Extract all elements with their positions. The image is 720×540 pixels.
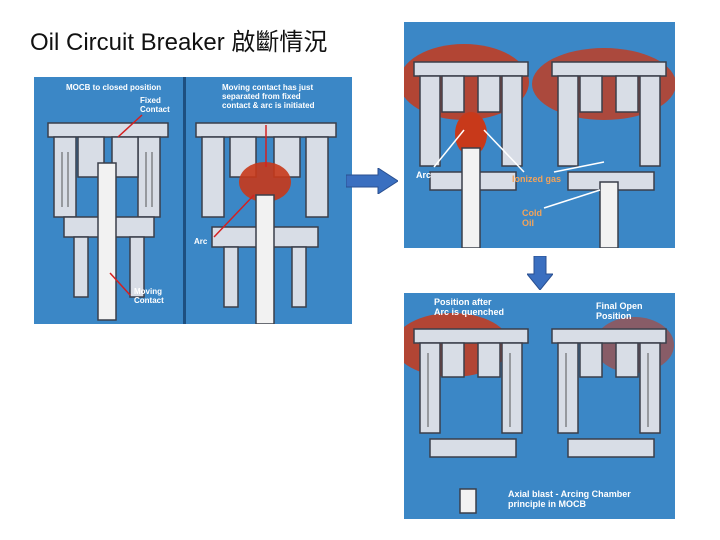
arrow-right-icon — [346, 168, 398, 194]
label-position-after-quench: Position after Arc is quenched — [434, 297, 505, 317]
diagram-closed-and-arc-initiated: MOCB to closed position Fixed Contact Mo… — [34, 77, 352, 324]
label-moving-contact: Moving Contact — [134, 287, 164, 305]
diagram-final-open-position: Position after Arc is quenched Final Ope… — [404, 293, 675, 519]
breaker-drawing-1 — [47, 77, 337, 324]
breaker-drawing-3 — [404, 313, 674, 514]
label-ionized-gas: Ionized gas — [512, 174, 562, 184]
label-final-open: Final Open Position — [596, 301, 643, 321]
label-fixed-contact: Fixed Contact — [140, 96, 170, 114]
label-arc: Arc — [194, 237, 208, 246]
label-closed-position: MOCB to closed position — [66, 83, 162, 92]
label-cold-oil: Cold Oil — [522, 208, 542, 228]
arrow-down-icon — [527, 256, 553, 290]
label-axial-blast-caption: Axial blast - Arcing Chamber principle i… — [508, 489, 631, 509]
diagram-ionized-gas: Arc Ionized gas Cold Oil — [404, 22, 675, 248]
breaker-drawing-2 — [404, 44, 675, 248]
page-title: Oil Circuit Breaker 啟斷情況 — [30, 29, 328, 56]
label-contact-separated: Moving contact has just separated from f… — [222, 83, 315, 110]
label-arc-2: Arc — [416, 170, 432, 180]
